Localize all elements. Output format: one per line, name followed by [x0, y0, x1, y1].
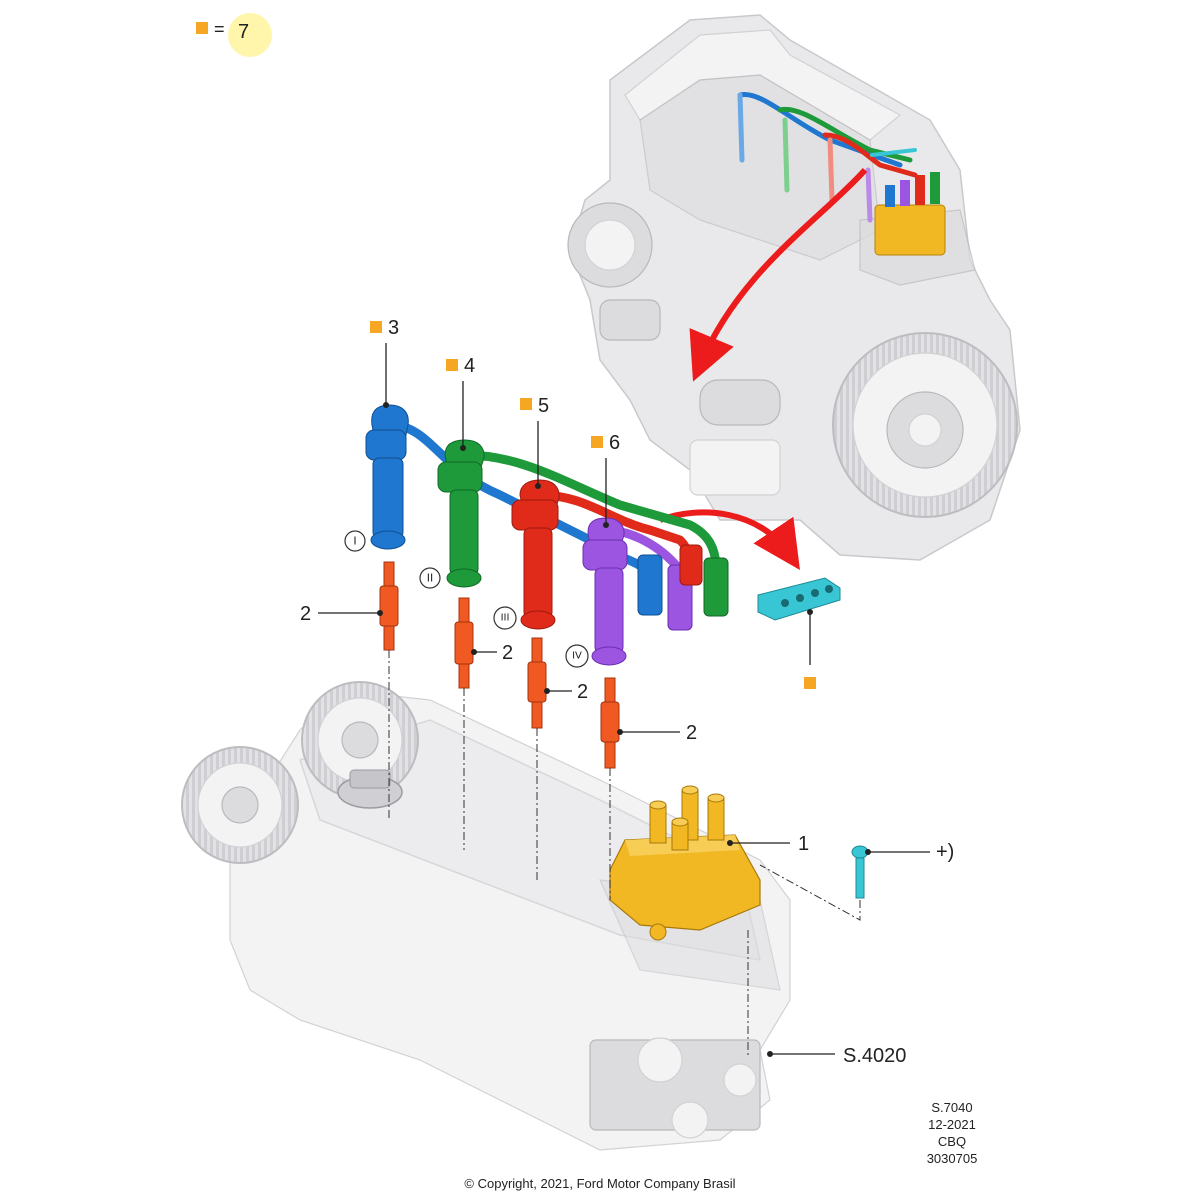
- callout-s4020: S.4020: [767, 1045, 906, 1067]
- callout-4: 4: [446, 355, 475, 451]
- callout-2d-label: 2: [686, 722, 697, 744]
- ignition-coil-pack: [609, 785, 761, 941]
- cylinder-marker-2: II: [419, 567, 441, 589]
- callout-6-label: 6: [609, 432, 620, 454]
- legend-marker-icon: [196, 22, 208, 34]
- coil-end-boots: [637, 544, 729, 631]
- callout-6-marker-icon: [591, 436, 603, 448]
- svg-text:II: II: [427, 572, 434, 585]
- svg-text:I: I: [353, 535, 356, 548]
- stamp-line-2: 12-2021: [928, 1117, 976, 1132]
- spark-plug-4: [600, 677, 620, 769]
- callout-5: 5: [520, 395, 549, 489]
- cylinder-marker-3: III: [493, 606, 517, 630]
- callout-2a-label: 2: [300, 603, 311, 625]
- copyright-footer: © Copyright, 2021, Ford Motor Company Br…: [464, 1176, 735, 1191]
- callout-2a: 2: [300, 603, 383, 625]
- ignition-lead-cylinder-1: [365, 404, 409, 550]
- callout-3: 3: [370, 317, 399, 408]
- callout-2b: 2: [471, 642, 513, 664]
- callout-bracket-marker-icon: [804, 677, 816, 689]
- callout-bracket: [804, 609, 816, 689]
- callout-s4020-label: S.4020: [843, 1045, 906, 1067]
- callout-bolt: +): [865, 841, 954, 863]
- assembly-centre-lines: [388, 615, 811, 1055]
- svg-text:III: III: [501, 613, 510, 624]
- callout-4-label: 4: [464, 355, 475, 377]
- ignition-lead-cylinder-2: [437, 439, 485, 588]
- callout-2d: 2: [617, 722, 697, 744]
- install-arrow-main: [689, 167, 868, 382]
- install-arrow-bracket: [658, 509, 800, 570]
- svg-text:IV: IV: [572, 651, 582, 662]
- spark-plug-2: [454, 597, 474, 689]
- callout-1-label: 1: [798, 833, 809, 855]
- ignition-lead-cylinder-4: [582, 517, 628, 666]
- legend: = 7: [196, 13, 272, 57]
- lead-retaining-bracket: [757, 577, 841, 621]
- cylinder-marker-4: IV: [565, 644, 589, 668]
- legend-highlight: [228, 13, 272, 57]
- stamp-line-1: S.7040: [931, 1100, 972, 1115]
- callout-2c: 2: [544, 681, 588, 703]
- callout-4-marker-icon: [446, 359, 458, 371]
- callout-5-label: 5: [538, 395, 549, 417]
- cylinder-marker-1: I: [344, 530, 366, 552]
- callout-5-marker-icon: [520, 398, 532, 410]
- stamp-line-3: CBQ: [938, 1134, 966, 1149]
- legend-count: 7: [238, 21, 249, 43]
- callout-3-label: 3: [388, 317, 399, 339]
- callout-1: 1: [727, 833, 809, 855]
- spark-plug-1: [379, 561, 399, 651]
- spark-plug-3: [527, 637, 547, 729]
- callout-2c-label: 2: [577, 681, 588, 703]
- ignition-lead-cylinder-3: [511, 479, 560, 630]
- callout-2b-label: 2: [502, 642, 513, 664]
- installed-ignition-leads: [737, 91, 918, 223]
- document-stamp: S.7040 12-2021 CBQ 3030705: [927, 1100, 978, 1166]
- callout-3-marker-icon: [370, 321, 382, 333]
- engine-assembly-overview: [567, 14, 1021, 561]
- coil-bolt: [851, 845, 869, 899]
- callout-6: 6: [591, 432, 620, 528]
- legend-equals: =: [214, 19, 225, 39]
- installed-coil-pack: [874, 204, 946, 256]
- stamp-line-4: 3030705: [927, 1151, 978, 1166]
- callout-bolt-label: +): [936, 841, 954, 863]
